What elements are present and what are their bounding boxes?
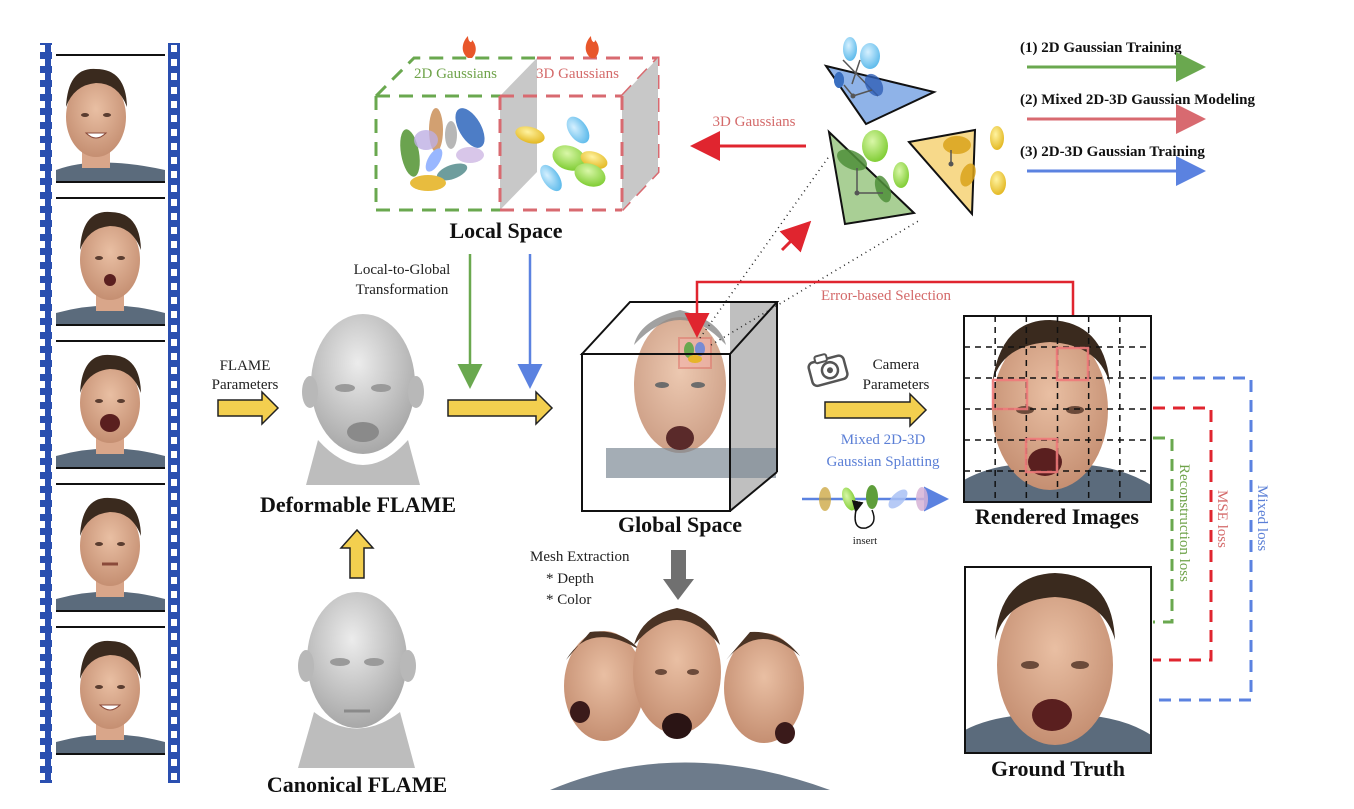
mesh-label-line1: Mesh Extraction xyxy=(530,549,630,565)
extracted-mesh-heads xyxy=(550,608,830,790)
film-frame xyxy=(56,197,165,326)
flame-params-label-line2: Parameters xyxy=(212,377,279,393)
mesh-triangles xyxy=(823,37,1006,226)
mesh-head-left xyxy=(564,631,644,741)
mixed-loss-connector xyxy=(1153,376,1253,702)
error-patch xyxy=(1024,437,1059,474)
camera-parameters: Camera Parameters xyxy=(807,353,930,428)
film-frame xyxy=(56,54,165,183)
l2g-label-line2: Transformation xyxy=(356,282,449,298)
insert-label: insert xyxy=(853,535,877,547)
deformable-flame-title: Deformable FLAME xyxy=(260,492,456,517)
error-patch xyxy=(1055,346,1090,382)
fire-icon xyxy=(462,36,476,58)
deformable-flame-head xyxy=(302,314,424,485)
high-error-patches xyxy=(991,346,1090,474)
gaussians-3d-cluster xyxy=(515,116,608,192)
mesh-extraction: Mesh Extraction * Depth * Color xyxy=(530,549,694,608)
gaussians-3d-label: 3D Gaussians xyxy=(536,66,619,82)
local-to-global-arrows: Local-to-Global Transformation xyxy=(354,254,543,389)
mse-loss-label: MSE loss xyxy=(1214,490,1230,548)
fire-icon xyxy=(585,36,599,58)
triangle-blue xyxy=(823,37,937,126)
camera-label-line1: Camera xyxy=(873,357,920,373)
legend-item: (3) 2D-3D Gaussian Training xyxy=(1020,144,1206,186)
legend-label: (3) 2D-3D Gaussian Training xyxy=(1020,144,1205,160)
canonical-flame-title: Canonical FLAME xyxy=(267,772,447,797)
mesh-head-center xyxy=(633,608,721,739)
reconstruction-loss-connector xyxy=(1153,436,1174,624)
zoom-guide-lines xyxy=(699,154,921,346)
triangle-green xyxy=(827,129,917,226)
error-patch xyxy=(991,378,1029,411)
reconstruction-loss-label: Reconstruction loss xyxy=(1176,464,1192,582)
gaussians-2d-box xyxy=(374,56,535,212)
camera-label-line2: Parameters xyxy=(863,377,930,393)
mesh-label-line3: * Color xyxy=(546,592,591,608)
film-frame xyxy=(56,340,165,469)
legend-item: (2) Mixed 2D-3D Gaussian Modeling xyxy=(1020,92,1256,134)
global-space-title: Global Space xyxy=(618,512,742,537)
gaussians-3d-back-arrow: 3D Gaussians xyxy=(690,114,806,161)
l2g-label-line1: Local-to-Global xyxy=(354,262,451,278)
camera-icon xyxy=(807,353,849,388)
film-strip-perforation-left xyxy=(40,43,52,783)
gaussians-2d-cluster xyxy=(400,108,485,191)
mesh-extraction-arrow xyxy=(663,550,694,600)
canonical-to-deformable-arrow xyxy=(339,528,375,579)
local-space-box: 2D Gaussians 3D Gaussians Local Space xyxy=(374,36,660,243)
render-arrow xyxy=(824,392,928,428)
triangle-yellow xyxy=(907,126,1006,217)
error-selection-label: Error-based Selection xyxy=(821,288,952,304)
mesh-label-line2: * Depth xyxy=(546,571,594,587)
legend-label: (1) 2D Gaussian Training xyxy=(1020,40,1182,56)
legend-label: (2) Mixed 2D-3D Gaussian Modeling xyxy=(1020,92,1256,108)
flame-parameters-arrow: FLAME Parameters xyxy=(212,358,280,426)
splat-label-line2: Gaussian Splatting xyxy=(827,454,940,470)
right-face-plane xyxy=(622,58,658,210)
splat-label-line1: Mixed 2D-3D xyxy=(841,432,926,448)
rendered-images-title: Rendered Images xyxy=(975,504,1139,529)
mse-loss-connector xyxy=(1153,406,1213,662)
legend-item: (1) 2D Gaussian Training xyxy=(1020,40,1206,82)
film-frame xyxy=(56,483,165,612)
legend: (1) 2D Gaussian Training (2) Mixed 2D-3D … xyxy=(1020,40,1256,186)
zoom-in-arrow xyxy=(779,220,812,253)
canonical-flame-head xyxy=(298,592,416,768)
flame-params-label-line1: FLAME xyxy=(220,358,271,374)
gaussians-2d-label: 2D Gaussians xyxy=(414,66,497,82)
mixed-splatting: Mixed 2D-3D Gaussian Splatting insert xyxy=(802,432,949,547)
loss-connectors xyxy=(1153,376,1253,702)
film-strip-perforation-right xyxy=(168,43,180,783)
mesh-head-right xyxy=(724,631,804,744)
rendered-image xyxy=(963,315,1152,503)
global-space-cube xyxy=(579,301,780,512)
mixed-loss-label: Mixed loss xyxy=(1254,485,1270,551)
ground-truth-image xyxy=(964,566,1152,754)
gaussians-3d-back-label: 3D Gaussians xyxy=(713,114,796,130)
film-strip xyxy=(40,43,180,783)
local-space-title: Local Space xyxy=(449,218,562,243)
to-global-space-arrow xyxy=(447,390,554,426)
ground-truth-title: Ground Truth xyxy=(991,756,1125,781)
film-frame xyxy=(56,626,165,755)
